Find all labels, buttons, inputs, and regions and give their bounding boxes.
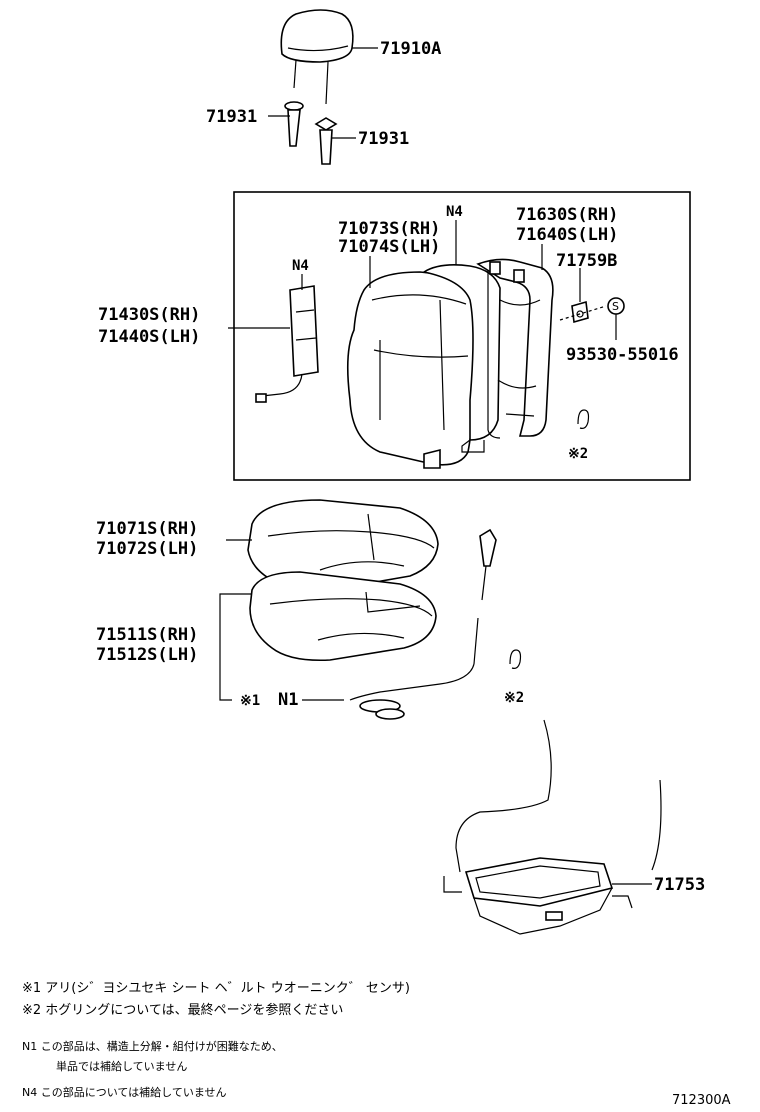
part-frame-lh: 71640S(LH) [516,225,618,245]
sensor-n1: N1 [278,690,298,710]
belt-sensor-drawing [349,528,497,720]
headrest-drawing [280,9,354,105]
note-n4: N4 この部品については補給していません [22,1085,227,1099]
note-n1-line2: 単品では補給していません [56,1059,187,1073]
sensor-ref: ※1 [240,693,260,709]
part-cushion-frame: 71753 [654,875,705,895]
leader-screw-to-clip [559,305,607,321]
cushion-cover-drawing [247,499,439,592]
hogring-ref-lower: ※2 [504,690,524,706]
part-cushion-pad-lh: 71512S(LH) [96,645,198,665]
label-n4-cover: N4 [446,204,463,220]
part-backcover-lh: 71074S(LH) [338,237,440,257]
part-guide-right: 71931 [358,129,409,149]
hogring-ref-upper: ※2 [568,446,588,462]
seatback-pad-drawing [421,264,501,453]
headrest-guide-right-drawing [314,117,338,165]
diagram-id: 712300A [672,1093,731,1108]
part-guide-left: 71931 [206,107,257,127]
hogring-lower-drawing [509,649,522,669]
part-backcover-rh: 71073S(RH) [338,219,440,239]
note-1: ※1 アリ(シ゛ヨシユセキ シート ヘ゛ルト ウオーニンク゛ センサ) [22,981,410,996]
clip-drawing [571,300,589,324]
part-cushion-cover-lh: 71072S(LH) [96,539,198,559]
part-cushion-pad-rh: 71511S(RH) [96,625,198,645]
seatback-group-box [233,191,691,481]
seatback-frame-drawing [476,258,554,439]
seat-outline-drawing [455,719,662,873]
bracket-cushion-pad [219,593,252,701]
cushion-frame-drawing [443,857,633,935]
part-clip: 71759B [556,251,617,271]
part-screw: 93530-55016 [566,345,679,365]
headrest-guide-left-drawing [284,101,304,147]
part-airbag-lh: 71440S(LH) [98,327,200,347]
part-airbag-rh: 71430S(RH) [98,305,200,325]
screw-symbol: S [612,300,619,313]
part-cushion-cover-rh: 71071S(RH) [96,519,198,539]
note-n1-line1: N1 この部品は、構造上分解・組付けが困難なため、 [22,1039,283,1053]
hogring-upper-drawing [577,409,590,429]
part-frame-rh: 71630S(RH) [516,205,618,225]
cushion-pad-drawing [249,571,437,662]
part-headrest: 71910A [380,39,441,59]
note-2: ※2 ホグリングについては、最終ページを参照ください [22,1002,343,1018]
seatback-cover-drawing [346,271,477,469]
label-n4-airbag: N4 [292,258,309,274]
side-airbag-drawing [255,285,319,403]
